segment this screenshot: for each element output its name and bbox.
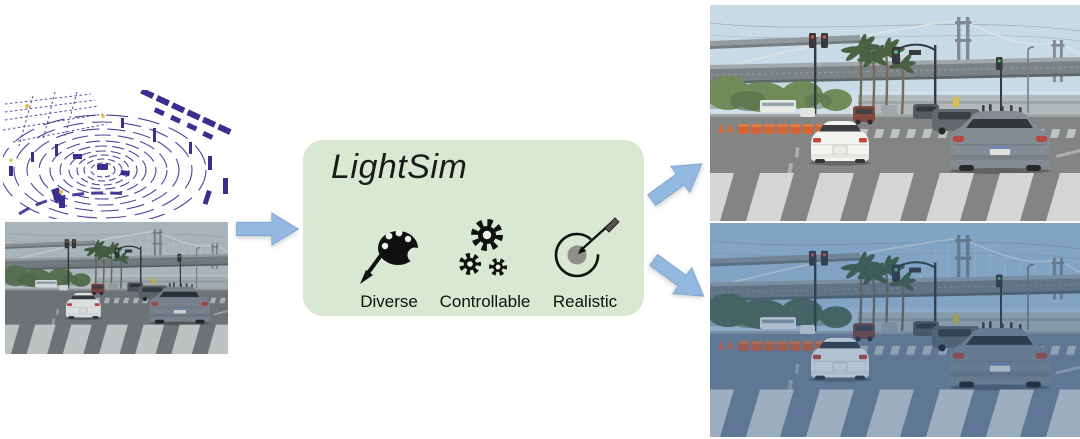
- output-image-relit-dusk: [710, 223, 1080, 437]
- input-street-scene: [5, 222, 228, 354]
- target-arrow-icon: [547, 215, 623, 285]
- right-arrow-icon: [236, 212, 299, 246]
- relit-day-street-scene: [710, 5, 1080, 221]
- gears-icon: [453, 217, 517, 285]
- up-right-arrow-icon: [641, 150, 712, 214]
- feature-realistic: Realistic: [535, 194, 635, 312]
- lightsim-title: LightSim: [331, 148, 468, 186]
- lightsim-box: LightSim Diverse: [303, 140, 644, 316]
- lidar-pointcloud-image: [3, 90, 232, 219]
- feature-label: Realistic: [552, 292, 618, 311]
- palette-brush-icon: [354, 221, 424, 285]
- input-camera-image: [5, 222, 228, 354]
- relit-dusk-street-scene: [710, 223, 1080, 437]
- feature-controllable: Controllable: [429, 194, 541, 312]
- arrow-lightsim-to-output-day: [640, 150, 716, 214]
- down-right-arrow-icon: [643, 246, 714, 310]
- feature-diverse: Diverse: [339, 194, 439, 312]
- output-image-relit-day: [710, 5, 1080, 221]
- feature-label: Controllable: [439, 292, 531, 311]
- lidar-pointcloud-graphic: [3, 90, 232, 219]
- arrow-input-to-lightsim: [236, 209, 302, 249]
- arrow-lightsim-to-output-dusk: [642, 246, 718, 310]
- feature-label: Diverse: [360, 292, 418, 311]
